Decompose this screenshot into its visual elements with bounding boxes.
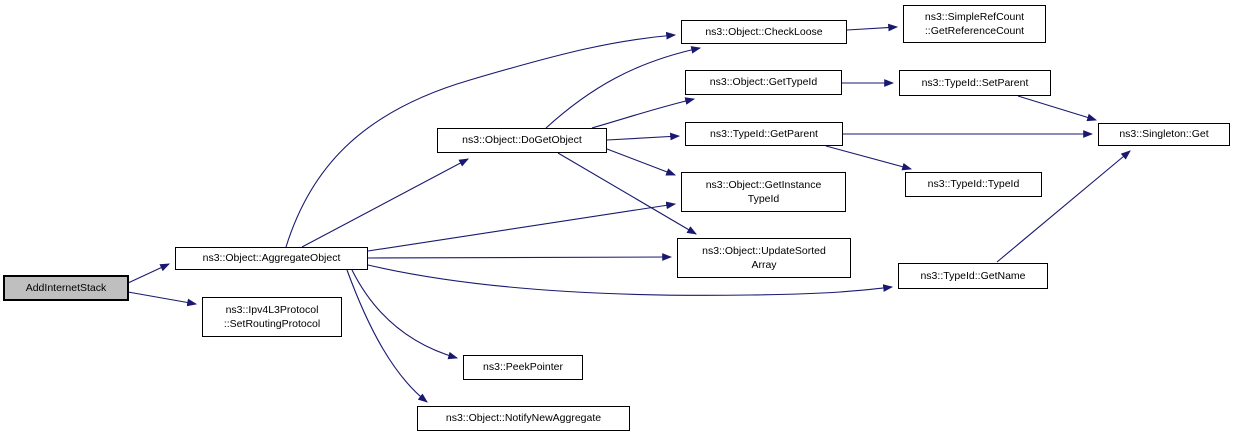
node-setparent[interactable]: ns3::TypeId::SetParent — [899, 70, 1051, 96]
node-singletonget[interactable]: ns3::Singleton::Get — [1098, 123, 1230, 146]
edge-aggregateobject-dogetobject — [301, 158, 469, 248]
node-gettypeid[interactable]: ns3::Object::GetTypeId — [685, 70, 842, 95]
node-typeidtypeid[interactable]: ns3::TypeId::TypeId — [905, 172, 1042, 197]
node-notifynewaggregate[interactable]: ns3::Object::NotifyNewAggregate — [417, 406, 630, 431]
node-getparent[interactable]: ns3::TypeId::GetParent — [685, 122, 843, 146]
edge-addinternetstack-aggregateobject — [127, 263, 170, 284]
node-getname[interactable]: ns3::TypeId::GetName — [898, 263, 1048, 289]
node-updatesortedarray[interactable]: ns3::Object::UpdateSorted Array — [677, 238, 851, 278]
edge-getparent-typeidtypeid — [825, 145, 913, 171]
edge-aggregateobject-getname — [367, 264, 894, 296]
edge-aggregateobject-peekpointer — [351, 269, 459, 360]
node-addinternetstack: AddInternetStack — [3, 275, 129, 301]
edge-dogetobject-getparent — [606, 132, 681, 141]
edge-aggregateobject-getinstancetypeid — [367, 201, 677, 252]
node-getinstancetypeid[interactable]: ns3::Object::GetInstance TypeId — [681, 172, 846, 212]
edge-setparent-singletonget — [1017, 95, 1098, 122]
edge-dogetobject-getinstancetypeid — [606, 148, 677, 176]
edge-checkloose-getreferencecount — [846, 23, 899, 32]
edge-addinternetstack-setroutingprotocol — [127, 291, 198, 307]
node-getreferencecount[interactable]: ns3::SimpleRefCount ::GetReferenceCount — [903, 5, 1046, 43]
edge-dogetobject-gettypeid — [591, 97, 696, 129]
edge-getname-singletonget — [996, 150, 1131, 263]
node-dogetobject[interactable]: ns3::Object::DoGetObject — [437, 128, 607, 153]
edge-aggregateobject-checkloose — [285, 31, 677, 248]
node-peekpointer[interactable]: ns3::PeekPointer — [463, 355, 583, 380]
edge-dogetobject-updatesortedarray — [557, 152, 697, 235]
edge-aggregateobject-notifynewaggregate — [346, 269, 428, 403]
node-aggregateobject[interactable]: ns3::Object::AggregateObject — [175, 247, 368, 270]
edge-aggregateobject-updatesortedarray — [367, 253, 673, 261]
node-checkloose[interactable]: ns3::Object::CheckLoose — [681, 20, 847, 44]
edge-dogetobject-checkloose — [545, 46, 702, 129]
node-setroutingprotocol[interactable]: ns3::Ipv4L3Protocol ::SetRoutingProtocol — [202, 297, 342, 337]
